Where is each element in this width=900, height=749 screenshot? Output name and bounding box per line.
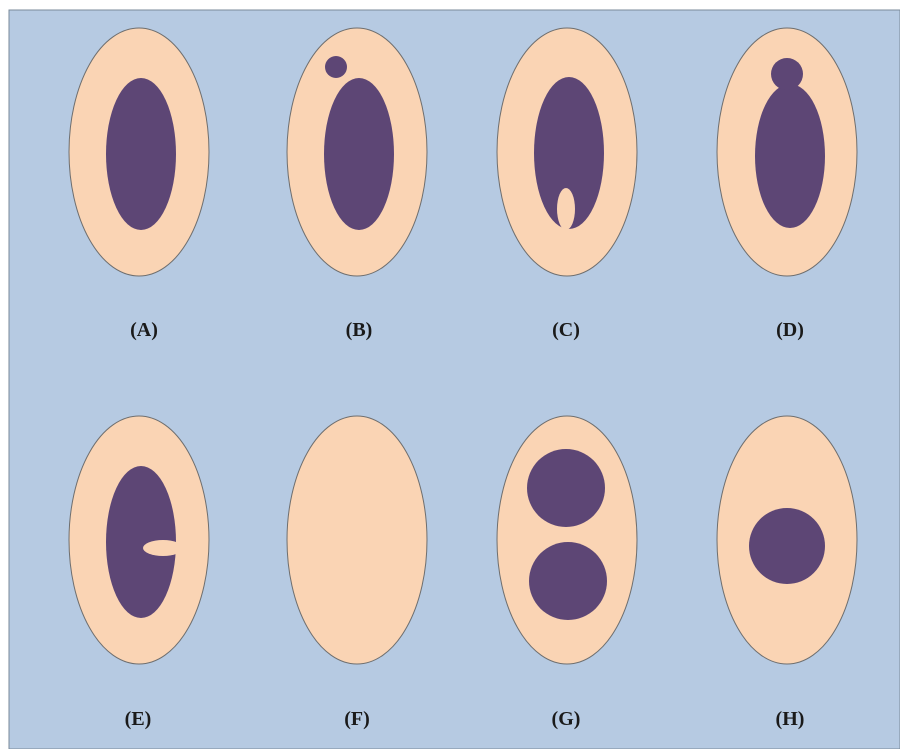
nucleus-lower (529, 542, 607, 620)
panel-label: (H) (776, 708, 805, 730)
cell-body (287, 416, 427, 664)
nucleus (755, 84, 825, 228)
nuclear-bud (771, 58, 803, 90)
panel-label: (C) (552, 319, 580, 341)
panel-label: (G) (552, 708, 581, 730)
panel-label: (A) (130, 319, 158, 341)
nuclear-notch (557, 188, 575, 230)
nucleus (749, 508, 825, 584)
nucleus (106, 78, 176, 230)
nucleus-upper (527, 449, 605, 527)
nuclear-notch (143, 540, 183, 556)
panel-label: (E) (125, 708, 152, 730)
micronucleus (325, 56, 347, 78)
panel-label: (F) (344, 708, 370, 730)
panel-label: (D) (776, 319, 804, 341)
panel-label: (B) (346, 319, 373, 341)
nucleus (324, 78, 394, 230)
